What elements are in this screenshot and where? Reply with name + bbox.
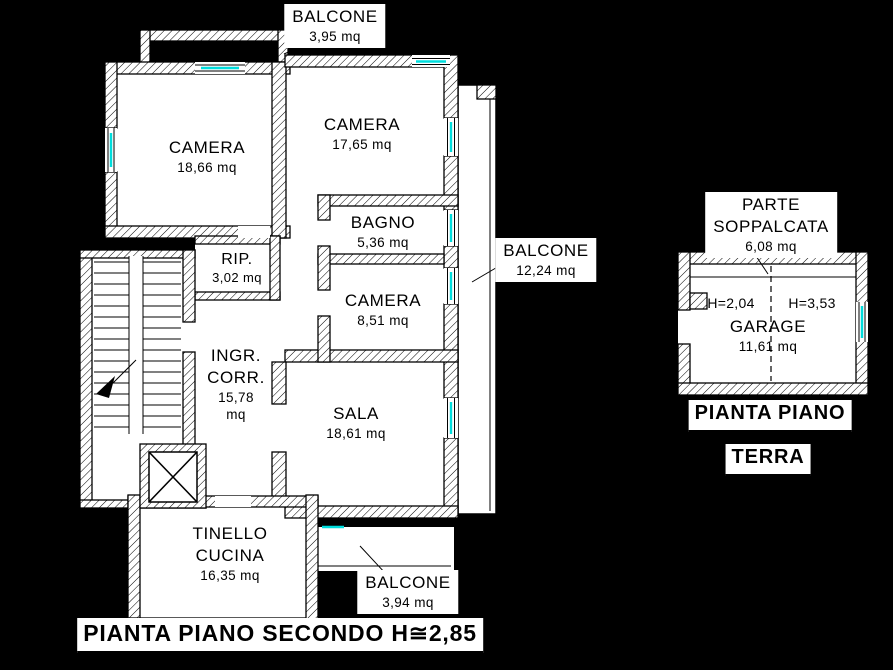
room-label-sala: SALA 18,61 mq: [326, 403, 386, 442]
room-label-camera-3: CAMERA 8,51 mq: [345, 290, 421, 329]
stair-direction-arrow: [96, 376, 115, 398]
room-area: 3,94 mq: [382, 594, 434, 610]
room-label-bagno: BAGNO 5,36 mq: [351, 212, 415, 251]
room-name: CAMERA: [323, 115, 401, 134]
room-name: BALCONE: [292, 7, 378, 26]
room-area: 3,95 mq: [309, 28, 361, 44]
room-area: 18,66 mq: [177, 159, 237, 175]
room-area: 3,02 mq: [212, 270, 262, 286]
room-label-balcone-top: BALCONE 3,95 mq: [284, 4, 386, 49]
height-value: H=3,53: [788, 295, 836, 311]
garage-pier: [689, 292, 708, 310]
caption-garage-line1: PIANTA PIANO: [688, 400, 852, 432]
room-name: BALCONE: [503, 241, 589, 260]
room-name: TINELLO: [192, 524, 268, 543]
room-name: CAMERA: [344, 291, 422, 310]
elevator-x-line: [148, 451, 198, 503]
room-label-parte-soppalcata: PARTE SOPPALCATA 6,08 mq: [705, 192, 837, 258]
room-area: mq: [226, 406, 246, 422]
windows: [105, 55, 458, 529]
room-name: SALA: [333, 404, 379, 423]
room-label-tinello-cucina: TINELLO CUCINA 16,35 mq: [192, 523, 267, 584]
height-label-left: H=2,04: [707, 295, 754, 313]
height-label-right: H=3,53: [788, 295, 835, 313]
room-area: 8,51 mq: [357, 312, 409, 328]
height-value: H=2,04: [707, 295, 755, 311]
room-label-rip: RIP. 3,02 mq: [212, 250, 262, 287]
room-name: PARTE: [741, 195, 801, 214]
elevator: [139, 443, 207, 509]
room-label-camera-2: CAMERA 17,65 mq: [324, 114, 400, 153]
room-area: 17,65 mq: [332, 136, 392, 152]
room-area: 16,35 mq: [200, 567, 260, 583]
room-area: 11,61 mq: [738, 338, 798, 354]
caption-garage-line2: TERRA: [725, 444, 811, 476]
room-area: 15,78: [218, 389, 254, 405]
room-name: BAGNO: [350, 213, 416, 232]
room-area: 6,08 mq: [745, 238, 797, 254]
room-label-camera-1: CAMERA 18,66 mq: [169, 137, 245, 176]
room-name: CORR.: [207, 367, 265, 387]
caption-text: TERRA: [725, 444, 811, 476]
room-name: INGR.: [210, 346, 262, 365]
room-label-ingresso-corridoio: INGR. CORR. 15,78 mq: [207, 345, 265, 423]
room-area: 18,61 mq: [326, 425, 386, 441]
room-area: 12,24 mq: [516, 262, 576, 278]
room-name: GARAGE: [729, 317, 807, 336]
room-name: CUCINA: [195, 545, 265, 565]
room-label-garage: GARAGE 11,61 mq: [730, 316, 806, 355]
main-floorplan: [79, 29, 507, 631]
caption-main-plan: PIANTA PIANO SECONDO H≅2,85: [77, 618, 483, 654]
room-area: 5,36 mq: [357, 234, 409, 250]
room-name: RIP.: [221, 251, 253, 268]
stairs: [94, 256, 181, 434]
caption-text: PIANTA PIANO SECONDO H≅2,85: [77, 618, 483, 654]
caption-text: PIANTA PIANO: [688, 400, 852, 432]
room-name: CAMERA: [168, 138, 246, 157]
room-name: BALCONE: [365, 573, 451, 592]
room-name: SOPPALCATA: [713, 216, 829, 236]
room-label-balcone-right: BALCONE 12,24 mq: [495, 238, 597, 283]
room-label-balcone-bottom: BALCONE 3,94 mq: [357, 570, 459, 615]
